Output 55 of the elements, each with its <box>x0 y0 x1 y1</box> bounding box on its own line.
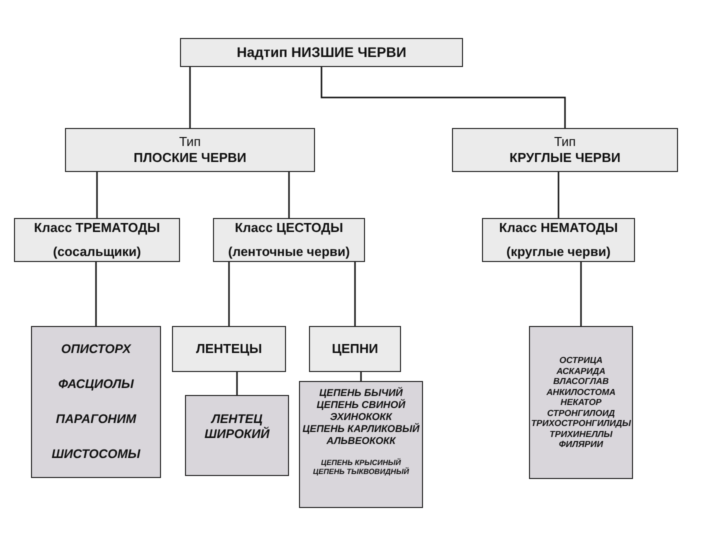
species-name: ТРИХОСТРОНГИЛИДЫ <box>531 418 631 429</box>
species-name: АСКАРИДА <box>556 366 606 376</box>
species-name: ВЛАСОГЛАВ <box>553 376 609 387</box>
taxon-box <box>482 218 635 262</box>
connector-line <box>558 172 560 218</box>
species-name: ЭХИНОКОКК <box>330 412 392 423</box>
species-name: ЦЕПЕНЬ СВИНОЙ <box>316 400 406 412</box>
connector-line <box>360 372 362 381</box>
connector-line <box>95 262 97 326</box>
taxon-name: Тип <box>179 134 201 150</box>
taxon-box <box>180 38 463 67</box>
species-name: ЛЕНТЕЦ ШИРОКИЙ <box>204 412 271 442</box>
species-name: ФАСЦИОЛЫ <box>58 377 134 392</box>
species-name: ЦЕПЕНЬ БЫЧИЙ <box>319 388 403 399</box>
species-name: ЦЕПЕНЬ КАРЛИКОВЫЙ <box>302 424 420 436</box>
taxon-name: Класс ТРЕМАТОДЫ <box>34 220 160 236</box>
connector-line <box>236 372 238 395</box>
species-name: НЕКАТОР <box>560 397 602 408</box>
connector-line <box>580 262 582 326</box>
connector-line <box>354 262 356 326</box>
taxon-name: ЦЕПНИ <box>332 341 378 357</box>
taxon-box <box>14 218 180 262</box>
taxon-name: Надтип НИЗШИЕ ЧЕРВИ <box>236 44 406 61</box>
taxon-box <box>213 218 365 262</box>
taxon-name: Класс НЕМАТОДЫ <box>499 220 618 236</box>
species-box <box>529 326 633 479</box>
taxon-name: (ленточные черви) <box>228 244 350 260</box>
taxon-box <box>172 326 286 372</box>
taxon-name: Класс ЦЕСТОДЫ <box>234 220 344 236</box>
taxon-box <box>452 128 678 172</box>
taxon-box <box>65 128 315 172</box>
species-name: ТРИХИНЕЛЛЫ <box>550 428 612 440</box>
taxon-name: КРУГЛЫЕ ЧЕРВИ <box>510 150 620 166</box>
species-box <box>185 395 289 476</box>
taxon-name: ПЛОСКИЕ ЧЕРВИ <box>134 150 246 166</box>
species-name: ОСТРИЦА <box>559 355 603 366</box>
taxon-name: (сосальщики) <box>53 244 141 260</box>
taxon-name: (круглые черви) <box>506 244 611 260</box>
connector-line <box>228 262 230 326</box>
species-name: ПАРАГОНИМ <box>56 412 136 427</box>
connector-line <box>320 67 566 128</box>
species-name: СТРОНГИЛОИД <box>547 408 615 418</box>
connector-line <box>96 172 98 218</box>
species-name: ФИЛЯРИИ <box>558 439 604 450</box>
species-box <box>31 326 161 478</box>
species-name: ШИСТОСОМЫ <box>52 447 140 462</box>
taxon-box <box>309 326 401 372</box>
connector-line <box>189 67 191 128</box>
species-name: АНКИЛОСТОМА <box>546 386 616 398</box>
connector-line <box>288 172 290 218</box>
species-box <box>299 381 423 508</box>
species-name: ОПИСТОРХ <box>61 342 131 357</box>
taxon-name: Тип <box>554 134 576 150</box>
species-name: АЛЬВЕОКОКК <box>326 436 396 448</box>
taxon-name: ЛЕНТЕЦЫ <box>196 341 262 357</box>
